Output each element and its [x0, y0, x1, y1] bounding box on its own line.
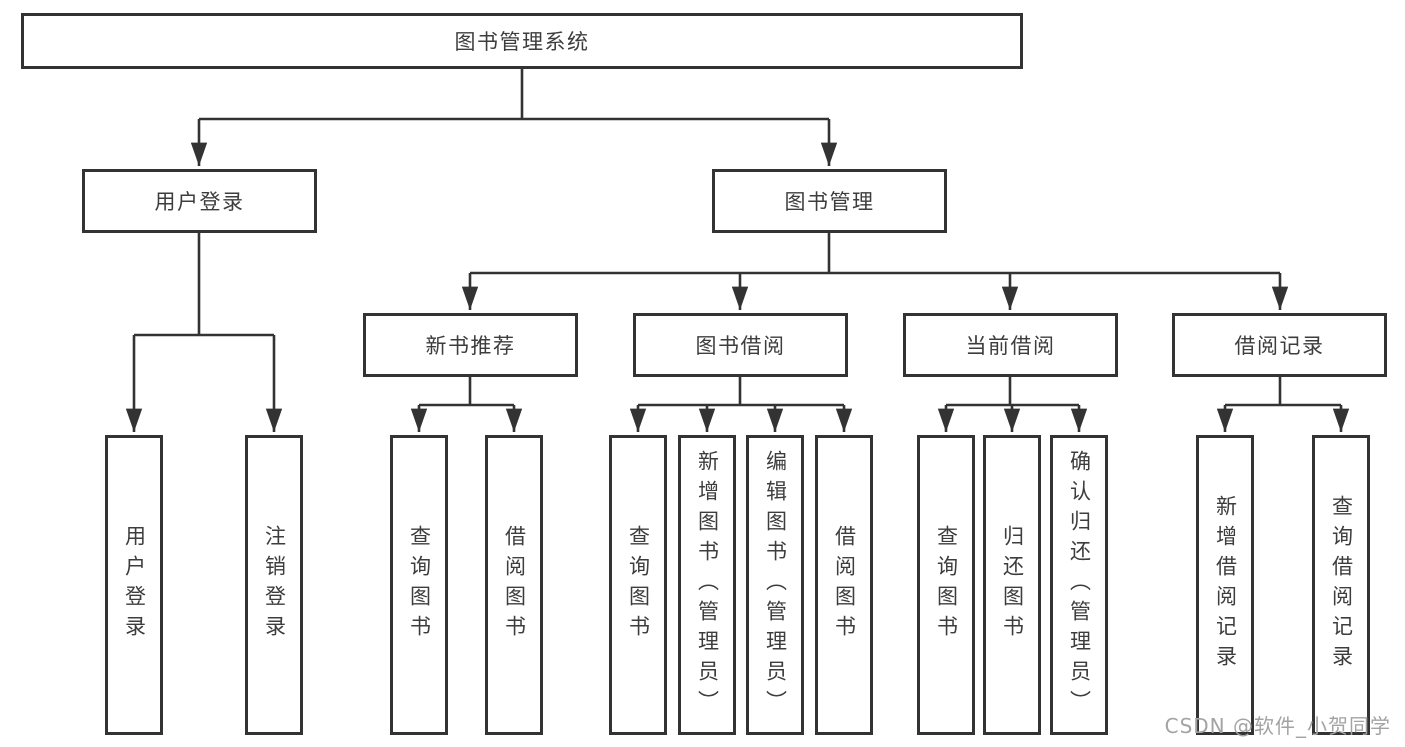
connector-current-split: [946, 377, 1079, 407]
connector-userlogin-split: [134, 233, 274, 337]
node-label: 注销登录: [262, 525, 287, 645]
connector-records-split: [1225, 377, 1341, 407]
node-label: 图书借阅: [695, 334, 786, 358]
node-label: 图书管理: [784, 190, 875, 214]
node-leaf-confirm-return-admin: 确认归还（管理员）: [1050, 435, 1108, 735]
node-label: 新增借阅记录: [1213, 495, 1238, 675]
node-borrowing-records: 借阅记录: [1172, 313, 1387, 377]
node-label: 当前借阅: [965, 334, 1056, 358]
node-label: 图书管理系统: [454, 30, 590, 54]
node-label: 新增图书（管理员）: [695, 450, 720, 720]
node-label: 查询图书: [626, 525, 651, 645]
node-label: 查询借阅记录: [1329, 495, 1354, 675]
node-leaf-logout: 注销登录: [245, 435, 303, 735]
node-label: 查询图书: [407, 525, 432, 645]
node-leaf-borrow-books-borrowing: 借阅图书: [815, 435, 873, 735]
node-leaf-query-borrow-record: 查询借阅记录: [1312, 435, 1370, 735]
node-label: 新书推荐: [425, 334, 516, 358]
node-leaf-add-borrow-record: 新增借阅记录: [1196, 435, 1254, 735]
node-label: 归还图书: [1000, 525, 1025, 645]
node-book-management: 图书管理: [712, 169, 947, 233]
node-leaf-query-books-current: 查询图书: [917, 435, 975, 735]
connector-root-split: [199, 69, 829, 121]
connector-recommend-split: [419, 377, 514, 407]
node-label: 查询图书: [934, 525, 959, 645]
node-leaf-borrow-books-recommend: 借阅图书: [485, 435, 543, 735]
node-label: 用户登录: [154, 190, 245, 214]
node-label: 借阅图书: [502, 525, 527, 645]
node-book-borrowing: 图书借阅: [633, 313, 848, 377]
node-leaf-query-books-recommend: 查询图书: [390, 435, 448, 735]
node-leaf-edit-book-admin: 编辑图书（管理员）: [746, 435, 804, 735]
node-leaf-user-login: 用户登录: [105, 435, 163, 735]
node-user-login-group: 用户登录: [82, 169, 317, 233]
csdn-watermark: CSDN @软件_小贺同学: [1164, 714, 1391, 738]
node-new-book-recommend: 新书推荐: [363, 313, 578, 377]
connector-bookmgmt-split: [470, 233, 1280, 275]
node-label: 借阅图书: [832, 525, 857, 645]
node-label: 借阅记录: [1234, 334, 1325, 358]
node-leaf-return-books: 归还图书: [983, 435, 1041, 735]
node-leaf-query-books-borrowing: 查询图书: [609, 435, 667, 735]
node-label: 用户登录: [122, 525, 147, 645]
node-system-root: 图书管理系统: [21, 13, 1023, 69]
node-label: 确认归还（管理员）: [1067, 450, 1092, 720]
node-current-borrowing: 当前借阅: [903, 313, 1118, 377]
connector-borrowing-split: [638, 377, 844, 407]
node-leaf-add-book-admin: 新增图书（管理员）: [678, 435, 736, 735]
node-label: 编辑图书（管理员）: [763, 450, 788, 720]
